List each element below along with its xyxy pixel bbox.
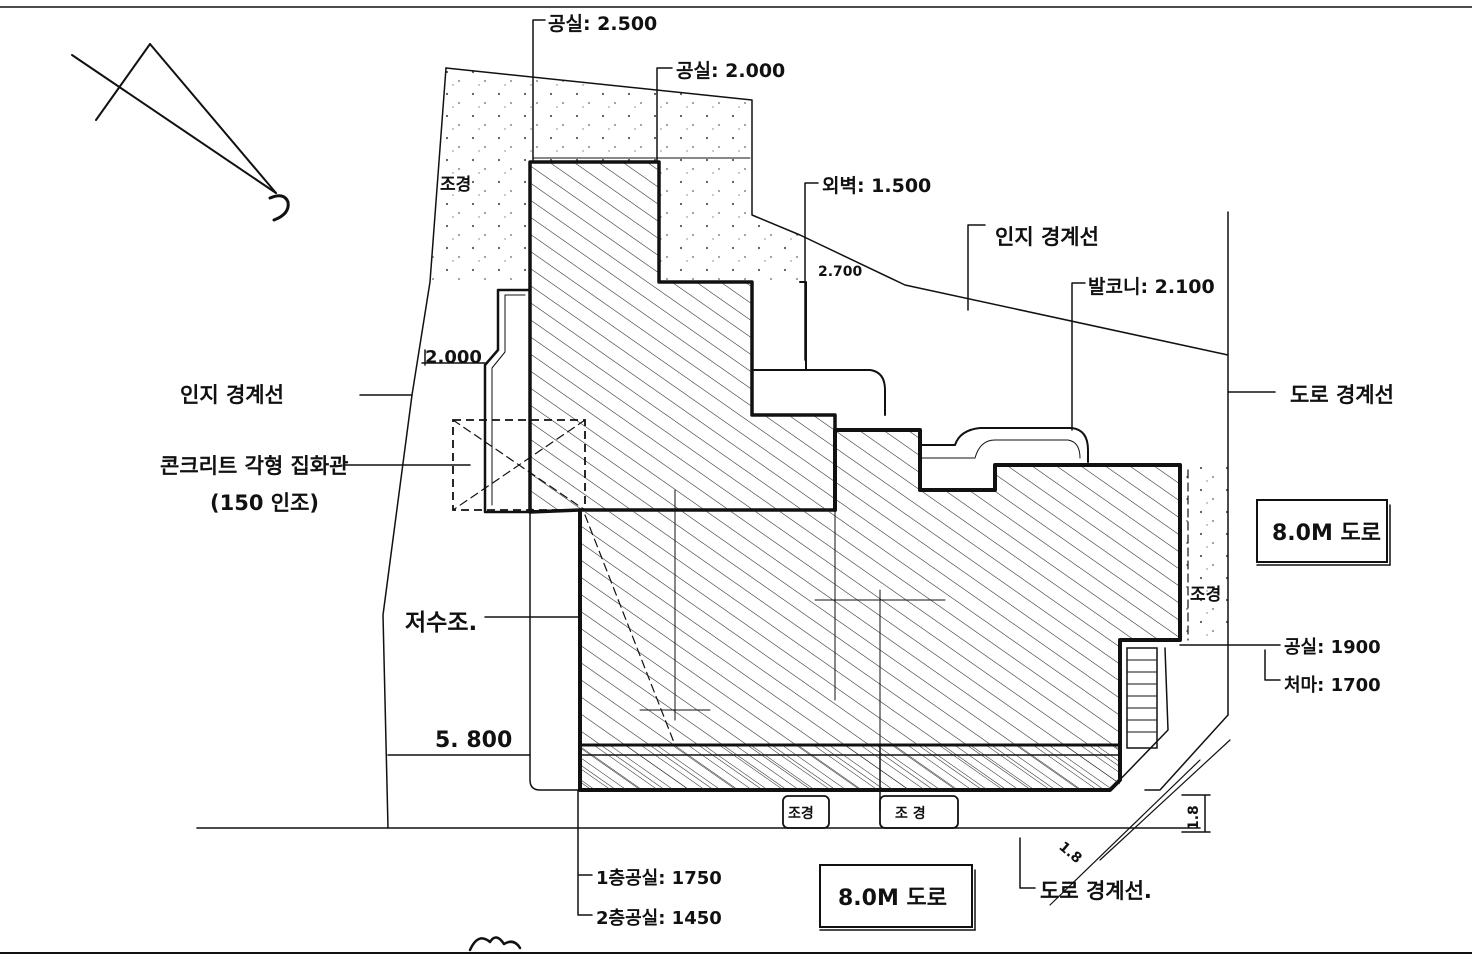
stair: [529, 511, 1169, 791]
corner-dimension-1: 1.8: [1055, 839, 1084, 867]
north-arrow: [71, 43, 290, 222]
road-line-label-bottom: 도로 경계선.: [1040, 879, 1152, 903]
building-upper-outline: [528, 160, 837, 514]
concrete-tank-sublabel: (150 인조): [210, 491, 319, 515]
water-tank-dashed-line: [584, 514, 676, 746]
corner-cut-line: [1144, 714, 1229, 791]
setback-label-wall: 외벽: 1.500: [822, 175, 931, 197]
landscape-box-bottom-2: [879, 795, 959, 829]
road-label-bottom: 8.0M 도로: [838, 886, 947, 911]
landscape-area-top: [430, 68, 800, 282]
road-box-right: [1256, 499, 1391, 566]
landscape-label-right: 조경: [1190, 585, 1221, 605]
signature-scribble: [468, 936, 522, 952]
left-bump-outline: [483, 288, 532, 514]
dimension-label-5800: 5. 800: [435, 728, 512, 753]
landscape-label-bottom-1: 조경: [788, 805, 814, 822]
dimension-lines: [344, 19, 1281, 916]
road-line-label-right: 도로 경계선: [1290, 383, 1394, 407]
water-tank-label: 저수조.: [405, 610, 477, 636]
setback-label-top-2: 공실: 2.000: [676, 60, 785, 82]
road-label-right: 8.0M 도로: [1272, 521, 1381, 546]
road-box-bottom: [819, 864, 976, 931]
corner-diagonal-line: [1099, 739, 1231, 861]
setback-label-bottom-1: 1층공실: 1750: [596, 868, 722, 889]
setback-label-small: 2.700: [818, 264, 863, 280]
landscape-box-bottom-1: [782, 795, 830, 829]
landscape-label-bottom-2: 조 경: [895, 805, 926, 822]
building-upper-wing: [530, 162, 835, 512]
site-boundary-left: [382, 67, 447, 829]
site-boundary-top: [445, 67, 1229, 356]
setback-label-bottom-2: 2층공실: 1450: [596, 908, 722, 929]
balcony-outline-1: [751, 369, 886, 416]
corner-diagonal-line-2: [1049, 759, 1201, 906]
balcony-wall: [799, 281, 807, 371]
left-bump-inner: [491, 294, 526, 506]
corner-dimension-2: 1.8: [1186, 805, 1202, 830]
balcony-outline-2: [919, 427, 1089, 463]
dimension-label-2000: 2.000: [425, 347, 482, 368]
neighbor-line-label-left: 인지 경계선: [180, 383, 284, 407]
balcony-label: 발코니: 2.100: [1088, 276, 1215, 298]
balcony-outline-2-inner: [921, 439, 1081, 459]
center-marks: [639, 489, 946, 761]
setback-label-right-1: 공실: 1900: [1284, 637, 1381, 658]
setback-label-right-2: 처마: 1700: [1284, 675, 1381, 696]
terrace-strip: [580, 745, 1120, 790]
neighbor-line-label-top: 인지 경계선: [995, 225, 1099, 249]
concrete-tank-label: 콘크리트 각형 집화관: [160, 454, 349, 478]
setback-label-top-1: 공실: 2.500: [548, 13, 657, 35]
landscape-area-right: [1180, 462, 1228, 640]
concrete-tank-dashed-box: [452, 419, 586, 511]
landscape-label-top: 조경: [440, 175, 471, 195]
